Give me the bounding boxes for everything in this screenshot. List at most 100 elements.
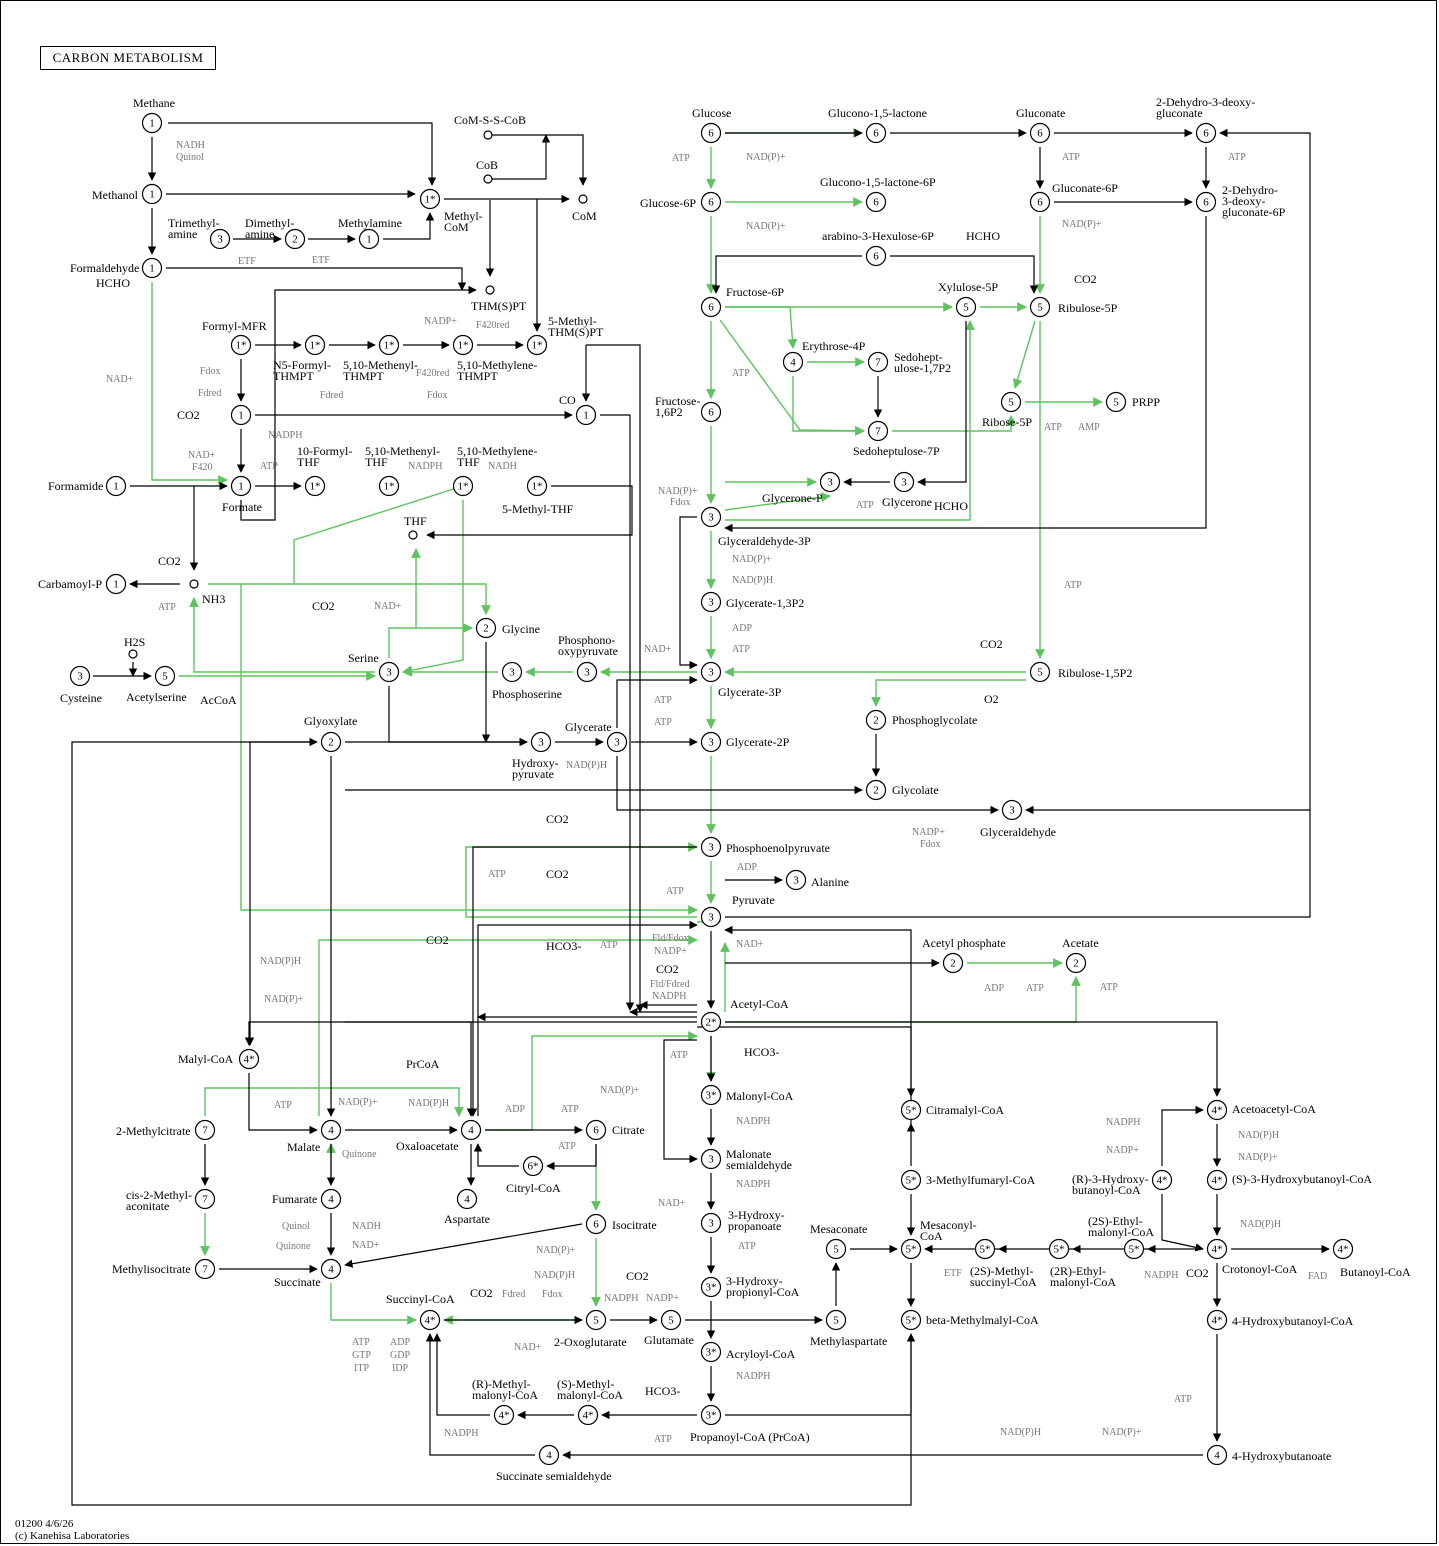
enzyme-node-n45[interactable]: 7: [867, 420, 889, 442]
enzyme-node-n21[interactable]: 1: [105, 573, 127, 595]
enzyme-node-n100[interactable]: 4*: [1206, 1169, 1228, 1191]
enzyme-node-n98[interactable]: 4*: [1206, 1099, 1228, 1121]
enzyme-node-n44[interactable]: 7: [867, 351, 889, 373]
enzyme-node-n26[interactable]: 3: [576, 661, 598, 683]
enzyme-node-n65[interactable]: 3*: [700, 1084, 722, 1106]
enzyme-node-n32[interactable]: 6: [865, 122, 887, 144]
enzyme-node-n24[interactable]: 3: [378, 661, 400, 683]
enzyme-node-n43[interactable]: 4: [782, 351, 804, 373]
enzyme-node-n66[interactable]: 3: [700, 1148, 722, 1170]
enzyme-node-n33[interactable]: 6: [1029, 122, 1051, 144]
enzyme-node-n85[interactable]: 5: [660, 1309, 682, 1331]
compound-marker-3[interactable]: [485, 285, 495, 295]
enzyme-node-n95[interactable]: 5*: [974, 1238, 996, 1260]
enzyme-node-n15[interactable]: 1: [105, 475, 127, 497]
enzyme-node-n78[interactable]: 7: [194, 1188, 216, 1210]
compound-marker-5[interactable]: [189, 579, 199, 589]
enzyme-node-n84[interactable]: 5: [585, 1309, 607, 1331]
enzyme-node-n30[interactable]: 3: [606, 731, 628, 753]
enzyme-node-n69[interactable]: 3*: [700, 1341, 722, 1363]
enzyme-node-n91[interactable]: 5*: [900, 1099, 922, 1121]
enzyme-node-n2[interactable]: 1: [141, 183, 163, 205]
enzyme-node-n23[interactable]: 5: [154, 665, 176, 687]
enzyme-node-n94[interactable]: 5*: [900, 1309, 922, 1331]
enzyme-node-n54[interactable]: 5: [1029, 661, 1051, 683]
enzyme-node-n38[interactable]: 6: [1195, 191, 1217, 213]
enzyme-node-n10[interactable]: 1*: [378, 334, 400, 356]
enzyme-node-n70[interactable]: 3*: [700, 1404, 722, 1426]
enzyme-node-n16[interactable]: 1: [230, 475, 252, 497]
enzyme-node-n37[interactable]: 6: [1029, 191, 1051, 213]
compound-marker-1[interactable]: [483, 174, 493, 184]
enzyme-node-n18[interactable]: 1*: [378, 475, 400, 497]
enzyme-node-n87[interactable]: 5: [825, 1238, 847, 1260]
enzyme-node-n3[interactable]: 1: [141, 257, 163, 279]
enzyme-node-n1[interactable]: 1: [141, 112, 163, 134]
enzyme-node-n5[interactable]: 3: [209, 228, 231, 250]
enzyme-node-n36[interactable]: 6: [865, 191, 887, 213]
enzyme-node-n40[interactable]: 6: [700, 296, 722, 318]
enzyme-node-n14[interactable]: 1: [575, 404, 597, 426]
enzyme-node-n96[interactable]: 5*: [1048, 1238, 1070, 1260]
enzyme-node-n99[interactable]: 4*: [1151, 1169, 1173, 1191]
enzyme-node-n74[interactable]: 4: [460, 1119, 482, 1141]
enzyme-node-n34[interactable]: 6: [1195, 122, 1217, 144]
enzyme-node-n25[interactable]: 3: [501, 661, 523, 683]
enzyme-node-n48[interactable]: 5: [1105, 391, 1127, 413]
enzyme-node-n76[interactable]: 6*: [522, 1155, 544, 1177]
enzyme-node-n61[interactable]: 3: [700, 906, 722, 928]
enzyme-node-n102[interactable]: 4*: [1332, 1238, 1354, 1260]
enzyme-node-n51[interactable]: 3: [700, 506, 722, 528]
enzyme-node-n31[interactable]: 6: [700, 122, 722, 144]
enzyme-node-n47[interactable]: 5: [1000, 391, 1022, 413]
enzyme-node-n8[interactable]: 1*: [230, 334, 252, 356]
enzyme-node-n27[interactable]: 2: [475, 617, 497, 639]
enzyme-node-n19[interactable]: 1*: [452, 475, 474, 497]
enzyme-node-n82[interactable]: 4: [320, 1258, 342, 1280]
enzyme-node-n59[interactable]: 3: [700, 836, 722, 858]
enzyme-node-n58[interactable]: 3: [1001, 799, 1023, 821]
enzyme-node-n35[interactable]: 6: [700, 191, 722, 213]
enzyme-node-n42[interactable]: 5: [1029, 296, 1051, 318]
enzyme-node-n77[interactable]: 4: [456, 1188, 478, 1210]
enzyme-node-n49[interactable]: 3: [819, 471, 841, 493]
enzyme-node-n64[interactable]: 2*: [700, 1011, 722, 1033]
enzyme-node-n29[interactable]: 3: [530, 731, 552, 753]
enzyme-node-n103[interactable]: 4*: [1206, 1309, 1228, 1331]
enzyme-node-n13[interactable]: 1: [230, 404, 252, 426]
enzyme-node-n20[interactable]: 1*: [526, 475, 548, 497]
enzyme-node-n92[interactable]: 5*: [900, 1169, 922, 1191]
enzyme-node-n93[interactable]: 5*: [900, 1238, 922, 1260]
enzyme-node-n89[interactable]: 4*: [577, 1404, 599, 1426]
enzyme-node-n28[interactable]: 2: [320, 731, 342, 753]
enzyme-node-n75[interactable]: 6: [585, 1119, 607, 1141]
enzyme-node-n52[interactable]: 3: [700, 591, 722, 613]
enzyme-node-n83[interactable]: 4*: [419, 1309, 441, 1331]
enzyme-node-n101[interactable]: 4*: [1206, 1238, 1228, 1260]
enzyme-node-n73[interactable]: 4: [320, 1119, 342, 1141]
enzyme-node-n53[interactable]: 3: [700, 661, 722, 683]
enzyme-node-n7[interactable]: 1: [358, 228, 380, 250]
enzyme-node-n4[interactable]: 1*: [419, 188, 441, 210]
enzyme-node-n67[interactable]: 3: [700, 1212, 722, 1234]
enzyme-node-n12[interactable]: 1*: [526, 334, 548, 356]
enzyme-node-n81[interactable]: 7: [194, 1258, 216, 1280]
enzyme-node-n86[interactable]: 5: [825, 1309, 847, 1331]
enzyme-node-n9[interactable]: 1*: [304, 334, 326, 356]
enzyme-node-n60[interactable]: 3: [785, 869, 807, 891]
enzyme-node-n104[interactable]: 4: [1206, 1444, 1228, 1466]
enzyme-node-n88[interactable]: 4*: [493, 1404, 515, 1426]
compound-marker-4[interactable]: [408, 530, 418, 540]
enzyme-node-n72[interactable]: 7: [194, 1119, 216, 1141]
enzyme-node-n22[interactable]: 3: [69, 665, 91, 687]
compound-marker-6[interactable]: [128, 649, 138, 659]
compound-marker-0[interactable]: [483, 130, 493, 140]
enzyme-node-n80[interactable]: 6: [585, 1213, 607, 1235]
enzyme-node-n90[interactable]: 4: [538, 1444, 560, 1466]
enzyme-node-n11[interactable]: 1*: [452, 334, 474, 356]
enzyme-node-n62[interactable]: 2: [942, 952, 964, 974]
enzyme-node-n46[interactable]: 6: [700, 401, 722, 423]
enzyme-node-n97[interactable]: 5*: [1123, 1238, 1145, 1260]
enzyme-node-n55[interactable]: 2: [865, 709, 887, 731]
enzyme-node-n71[interactable]: 4*: [238, 1048, 260, 1070]
